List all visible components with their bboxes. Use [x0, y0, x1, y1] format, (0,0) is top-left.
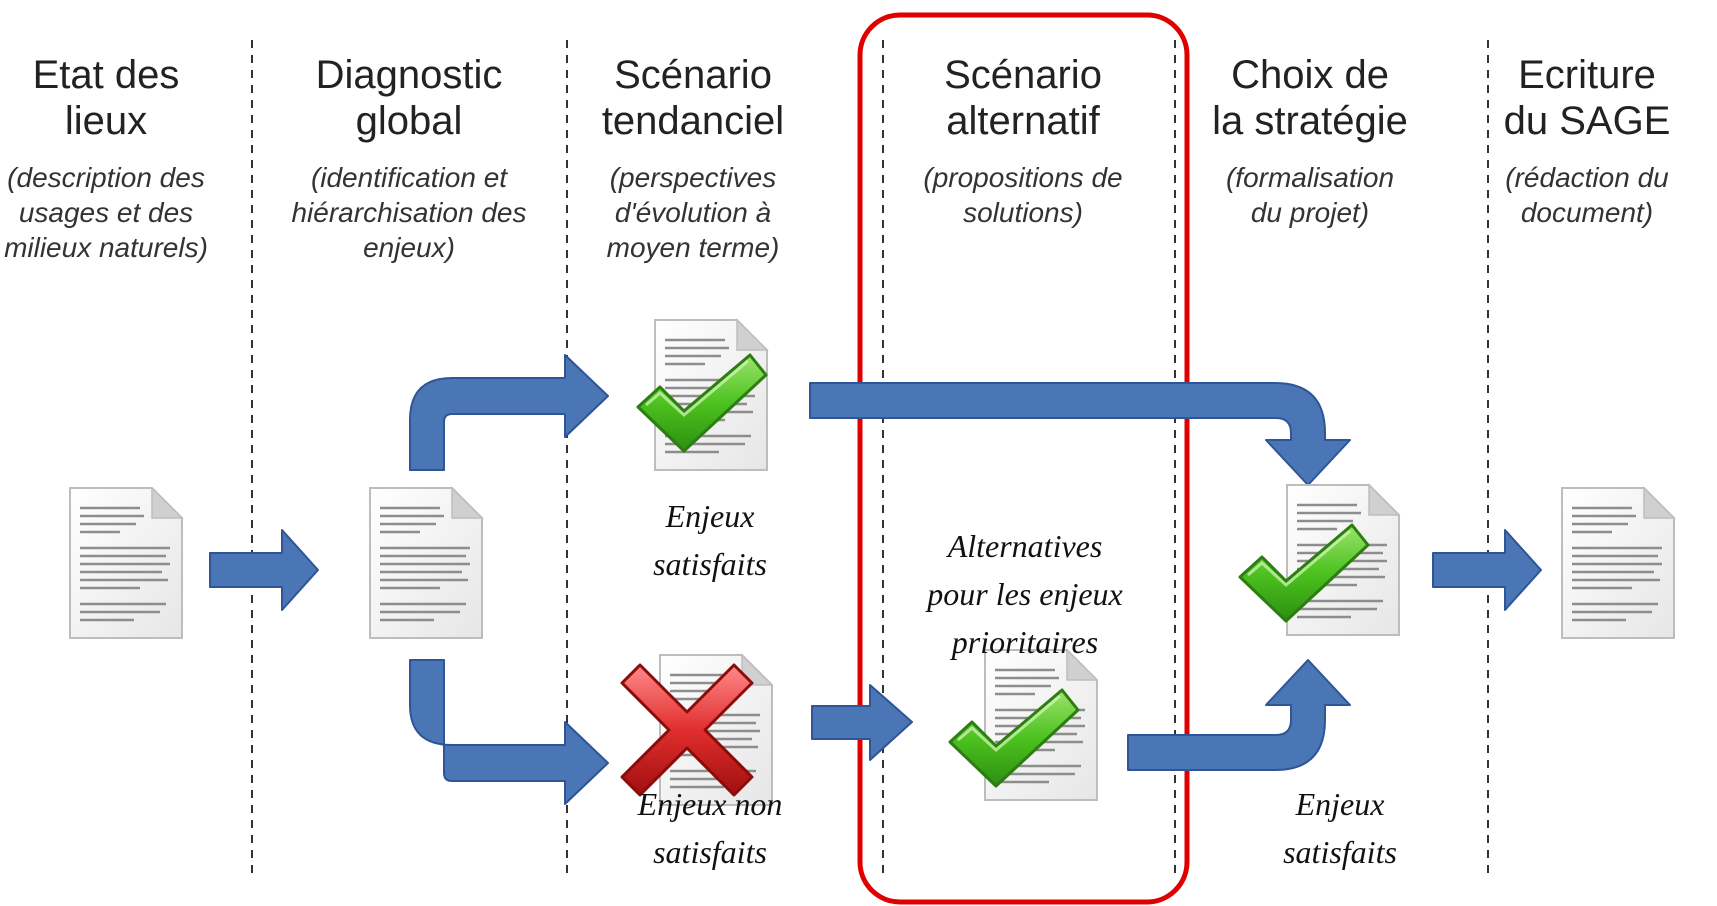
arrow-diagnostic-to-tendanciel-ko	[409, 659, 609, 805]
phase-description-choix-strategie: (formalisation du projet)	[1225, 162, 1395, 228]
document-icon	[1560, 486, 1676, 640]
outcome-label-strategie-satisfied: Enjeux satisfaits	[1283, 786, 1397, 870]
arrow-ko-to-alternatif	[811, 684, 913, 761]
phase-title-ecriture-sage: Ecriture du SAGE	[1503, 53, 1671, 143]
phase-description-scenario-alternatif: (propositions de solutions)	[923, 162, 1123, 228]
phase-description-ecriture-sage: (rédaction du document)	[1505, 162, 1669, 228]
arrow-diagnostic-to-tendanciel-ok	[409, 354, 609, 471]
phase-description-diagnostic-global: (identification et hiérarchisation des e…	[291, 162, 527, 263]
document-icon	[68, 486, 184, 640]
phase-title-choix-strategie: Choix de la stratégie	[1212, 53, 1408, 143]
outcome-label-tendanciel-satisfied: Enjeux satisfaits	[653, 498, 767, 582]
phase-title-scenario-alternatif: Scénario alternatif	[944, 53, 1102, 143]
highlight-frame	[857, 12, 1190, 905]
outcome-label-tendanciel-unsatisfied: Enjeux non satisfaits	[637, 786, 783, 870]
phase-description-scenario-tendanciel: (perspectives d'évolution à moyen terme)	[606, 162, 780, 263]
phase-dividers	[251, 40, 1489, 880]
arrow-strategie-to-ecriture	[1432, 529, 1542, 611]
phase-description-etat-des-lieux: (description des usages et des milieux n…	[4, 162, 208, 263]
outcome-label-alternatives: Alternatives pour les enjeux prioritaire…	[927, 528, 1123, 660]
phase-title-scenario-tendanciel: Scénario tendanciel	[601, 53, 785, 143]
arrow-alternatif-to-strategie	[1127, 659, 1351, 771]
phase-title-diagnostic-global: Diagnostic global	[315, 53, 503, 143]
arrows	[209, 354, 1542, 805]
phase-title-etat-des-lieux: Etat des lieux	[32, 53, 180, 143]
document-icon	[368, 486, 484, 640]
arrow-tendanciel-to-strategie	[809, 382, 1351, 486]
arrow-etat-to-diagnostic	[209, 529, 319, 611]
